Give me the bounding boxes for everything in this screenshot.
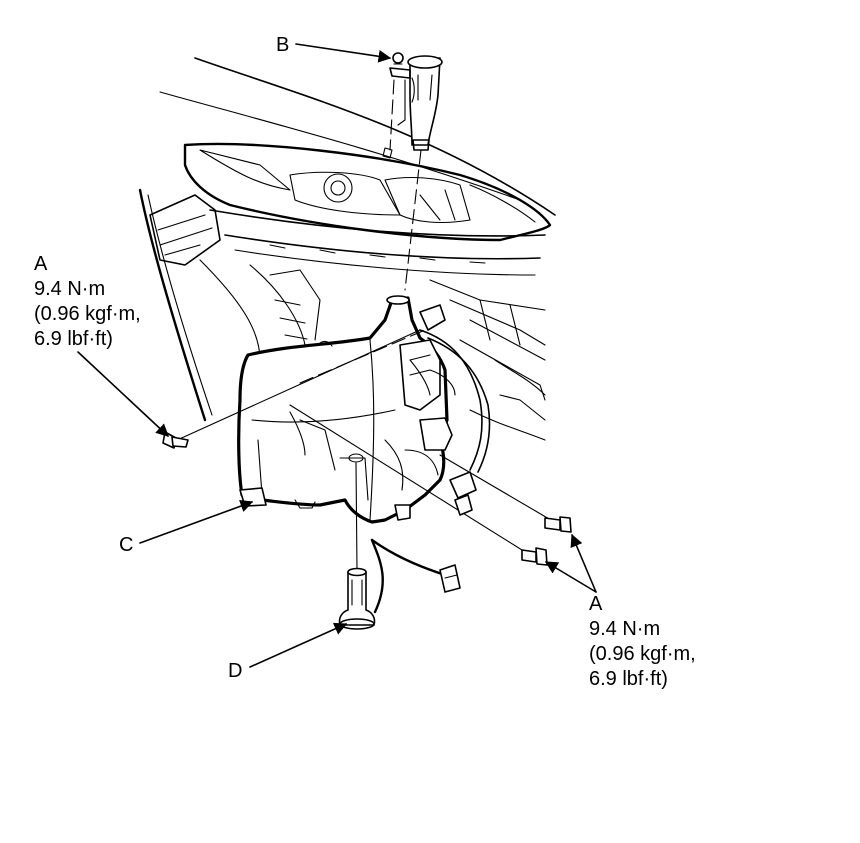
label-a-left-kgfm: (0.96 kgf·m,: [34, 303, 141, 325]
washer-pump: [338, 538, 461, 630]
leader-a-left: [77, 351, 169, 437]
washer-reservoir-tank: [237, 295, 453, 524]
wiring-harness: [409, 329, 491, 516]
label-a-left: A 9.4 N·m (0.96 kgf·m, 6.9 lbf·ft): [34, 253, 141, 350]
filler-neck: [382, 52, 443, 291]
label-a-left-nm: 9.4 N·m: [34, 278, 105, 300]
label-a-right-kgfm: (0.96 kgf·m,: [589, 643, 696, 665]
bolt-right-upper-icon: [544, 516, 572, 533]
label-a-right-lbfft: 6.9 lbf·ft): [589, 668, 668, 690]
callout-leaders: [77, 43, 597, 668]
alignment-lines: [174, 304, 557, 571]
label-c: C: [119, 534, 133, 556]
label-a-right: A 9.4 N·m (0.96 kgf·m, 6.9 lbf·ft): [589, 593, 696, 690]
bolt-right-lower-icon: [521, 547, 548, 566]
label-b: B: [276, 34, 289, 56]
headlight-assembly: [183, 142, 552, 242]
leader-b: [295, 43, 392, 63]
label-a-right-nm: 9.4 N·m: [589, 618, 660, 640]
label-a-left-lbfft: 6.9 lbf·ft): [34, 328, 113, 350]
label-d: D: [228, 660, 242, 682]
leader-d: [249, 622, 348, 668]
leader-a-right-lower: [544, 561, 597, 593]
vehicle-body-structure: [138, 57, 556, 441]
leader-c: [139, 499, 254, 544]
label-a-left-letter: A: [34, 253, 48, 275]
label-a-right-letter: A: [589, 593, 603, 615]
mounting-bolts: [162, 431, 572, 566]
leader-a-right-upper: [570, 533, 597, 593]
